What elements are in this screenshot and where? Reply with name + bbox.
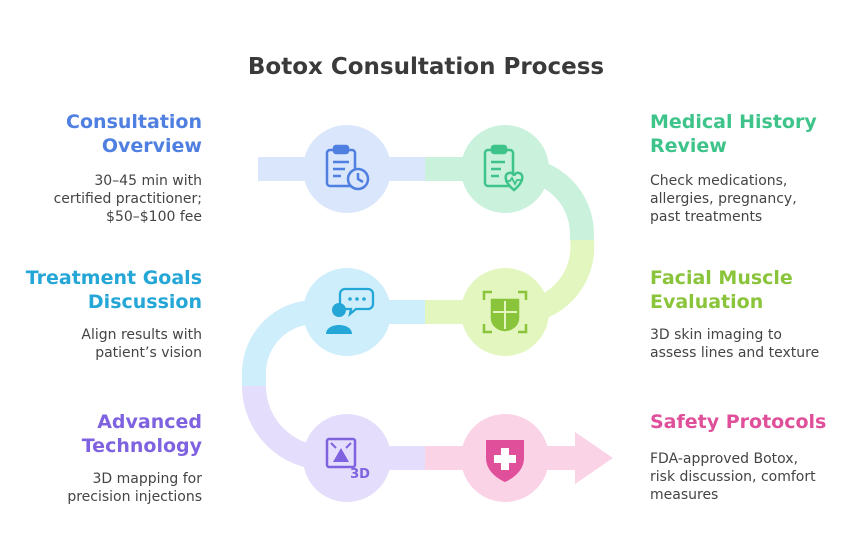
node-circle-4 (303, 268, 391, 356)
node-circle-1 (303, 125, 391, 213)
node-circle-5 (303, 414, 391, 502)
step-4-heading: Treatment Goals Discussion (25, 267, 202, 313)
person-chat-icon (326, 287, 375, 334)
clipboard-clock-icon (325, 144, 370, 191)
face-scan-icon (482, 290, 528, 334)
step-2-heading: Medical History Review (650, 111, 817, 157)
3d-label: 3D (350, 467, 370, 482)
clipboard-heart-icon (483, 144, 524, 192)
step-3-heading: Facial Muscle Evaluation (650, 267, 793, 313)
step-1-description: 30–45 min with certified practitioner; $… (53, 173, 202, 225)
step-6-description: FDA-approved Botox, risk discussion, com… (650, 451, 816, 503)
step-5-heading: Advanced Technology (81, 411, 202, 457)
step-3-description: 3D skin imaging to assess lines and text… (650, 327, 820, 361)
medical-shield-icon (486, 440, 524, 482)
node-circle-2 (461, 125, 549, 213)
step-1-heading: Consultation Overview (66, 111, 202, 157)
diagram-title: Botox Consultation Process (247, 54, 605, 80)
step-6-heading: Safety Protocols (650, 411, 827, 433)
step-4-description: Align results with patient’s vision (81, 327, 202, 361)
step-5-description: 3D mapping for precision injections (67, 471, 202, 505)
3d-scan-icon: 3D (325, 437, 370, 482)
step-2-description: Check medications, allergies, pregnancy,… (650, 173, 797, 225)
